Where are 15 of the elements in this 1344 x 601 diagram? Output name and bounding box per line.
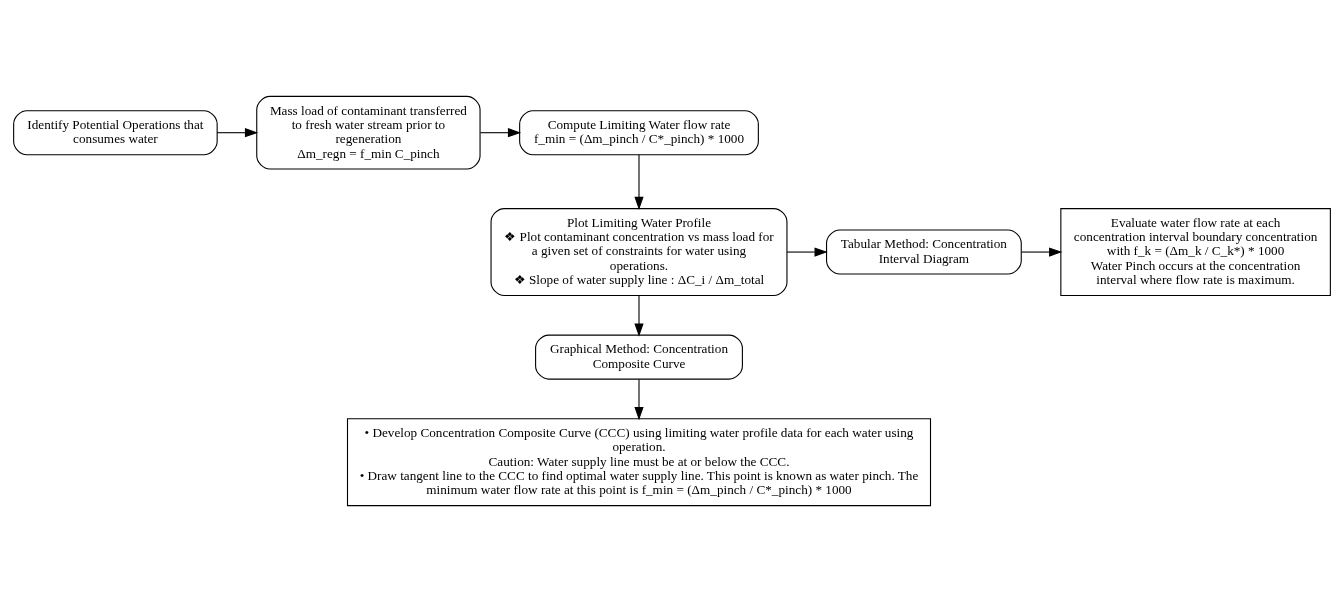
node-box: Mass load of contaminant transferred to fresh water stream prior to regeneration Δm_regn = f_min C_pinch <box>256 95 481 170</box>
arrow <box>634 153 644 210</box>
node-box: • Develop Concentration Composite Curve (CCC) using limiting water profile data for each water using operation. Caution: Water supply line must be at or below the CCC. • Draw tangent line to the CCC to find optimal water supply line. This point is known as water pinch. The minimum water flow rate at this point is f_min = (Δm_pinch / C*_pinch) * 1000 <box>346 417 932 506</box>
arrow <box>634 294 644 337</box>
node-box: Plot Limiting Water Profile ❖ Plot contaminant concentration vs mass load for a given set of constraints for water using operations. ❖ Slope of water supply line : ΔC_i / Δm_total <box>490 207 788 296</box>
arrow <box>216 127 259 137</box>
arrow <box>786 246 828 257</box>
node-box: Graphical Method: Concentration Composite Curve <box>535 334 743 380</box>
arrow <box>634 378 644 420</box>
node-box: Compute Limiting Water flow rate f_min = (Δm_pinch / C*_pinch) * 1000 <box>519 109 759 155</box>
node-box: Identify Potential Operations that consumes water <box>13 109 218 155</box>
arrow <box>479 127 522 137</box>
arrow <box>1021 246 1063 257</box>
node-box: Tabular Method: Concentration Interval Diagram <box>826 229 1022 275</box>
node-box: Evaluate water flow rate at each concentration interval boundary concentration with f_k = (Δm_k / C_k*) * 1000 Water Pinch occurs at the concentration interval where flow rate is maximum. <box>1060 207 1331 296</box>
